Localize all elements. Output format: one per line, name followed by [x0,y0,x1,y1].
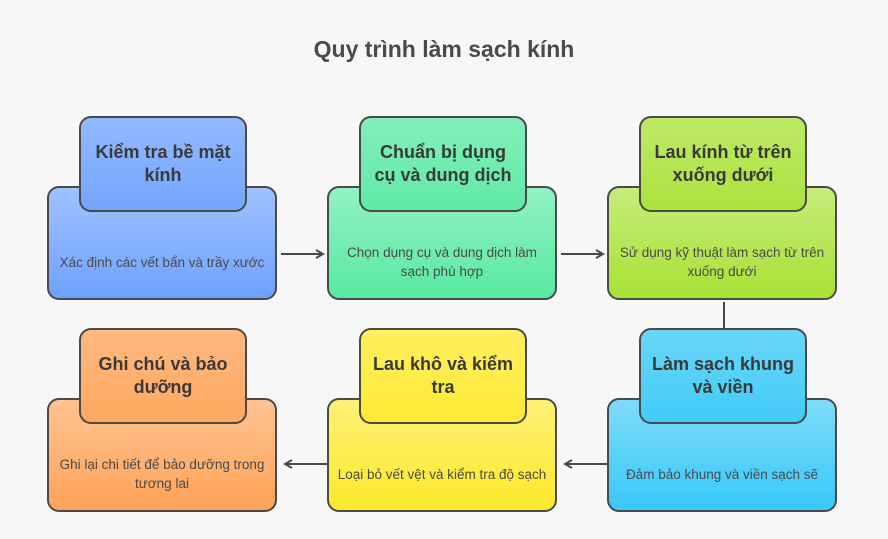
step-2-heading: Chuẩn bị dụng cụ và dung dịch [359,116,527,212]
step-3: Lau kính từ trên xuống dưới Sử dụng kỹ t… [607,116,841,312]
step-4-heading: Làm sạch khung và viền [639,328,807,424]
step-6-heading: Ghi chú và bảo dưỡng [79,328,247,424]
step-1-heading: Kiểm tra bề mặt kính [79,116,247,212]
step-3-heading: Lau kính từ trên xuống dưới [639,116,807,212]
step-4-description: Đảm bảo khung và viền sạch sẽ [625,466,819,482]
step-2-description: Chọn dụng cụ và dung dịch làm sạch phù h… [347,245,537,279]
step-1: Kiểm tra bề mặt kính Xác định các vết bẩ… [47,116,281,312]
diagram-title: Quy trình làm sạch kính [313,36,575,62]
step-6-description: Ghi lại chi tiết để bảo dưỡng trong tươn… [59,457,265,491]
step-5-heading: Lau khô và kiểm tra [359,328,527,424]
step-5: Lau khô và kiểm tra Loại bỏ vết vệt và k… [327,328,561,524]
step-5-description: Loại bỏ vết vệt và kiểm tra độ sạch [337,466,547,482]
step-3-description: Sử dụng kỹ thuật làm sạch từ trên xuống … [619,245,825,279]
step-6: Ghi chú và bảo dưỡng Ghi lại chi tiết để… [47,328,281,524]
step-4: Làm sạch khung và viền Đảm bảo khung và … [607,328,841,524]
step-2: Chuẩn bị dụng cụ và dung dịch Chọn dụng … [327,116,561,312]
step-1-description: Xác định các vết bẩn và trầy xước [59,254,265,270]
